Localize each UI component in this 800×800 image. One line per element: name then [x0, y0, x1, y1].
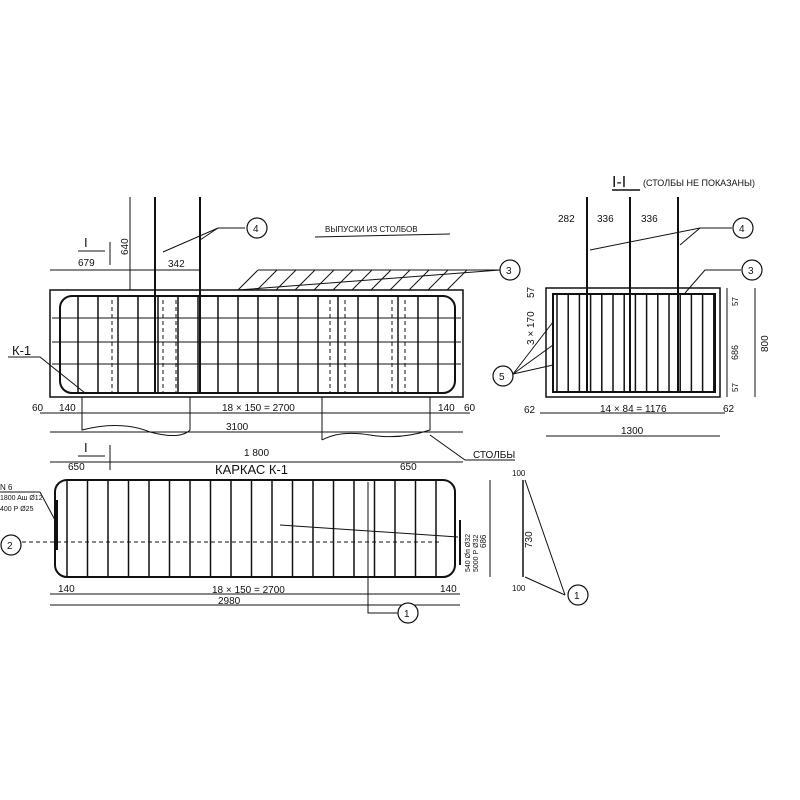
- hatch-line: [332, 269, 354, 291]
- dim-140-left: 140: [59, 403, 76, 414]
- section-mark-top: I: [84, 235, 88, 250]
- hatch-line: [294, 269, 316, 291]
- dim-57-bottom: 57: [731, 383, 740, 392]
- dim-62-right: 62: [723, 404, 735, 415]
- dim-336: 336: [597, 214, 614, 225]
- section-subtitle: (СТОЛБЫ НЕ ПОКАЗАНЫ): [643, 178, 755, 188]
- cage-outline: [54, 479, 456, 578]
- hatch-line: [275, 269, 297, 291]
- elevation-view: 4 3 ВЫПУСКИ ИЗ СТОЛБОВ К-1 I I 679 342 6…: [8, 197, 521, 473]
- dim-2980: 2980: [218, 596, 241, 607]
- note-right-line: 5000 Р Ø32: [473, 535, 480, 572]
- leader-line: [512, 321, 554, 375]
- dim-679: 679: [78, 258, 95, 269]
- dim-60-left: 60: [32, 403, 44, 414]
- callout-3: [741, 259, 763, 281]
- callout-1: [567, 584, 589, 606]
- dim-730: 730: [524, 531, 535, 548]
- dim-60-right: 60: [464, 403, 476, 414]
- dim-3x170: 3 × 170: [526, 311, 537, 345]
- dim-1300: 1300: [621, 426, 644, 437]
- dim-140-left: 140: [58, 584, 75, 595]
- hatch-line: [408, 269, 430, 291]
- callout-4: [732, 217, 754, 239]
- callout-label: 3: [748, 266, 754, 277]
- leader-line: [279, 524, 459, 538]
- callout-label: 1: [404, 609, 410, 620]
- callout-2: [0, 534, 22, 556]
- leader-line: [684, 269, 741, 294]
- dim-282: 282: [558, 214, 575, 225]
- column-right: [321, 397, 431, 441]
- leader-line: [589, 227, 732, 251]
- dim-650-left: 650: [68, 462, 85, 473]
- hatch-line: [313, 269, 335, 291]
- dim-1800: 1 800: [244, 448, 269, 459]
- note-right-line: 686: [479, 534, 488, 548]
- section-outline: [545, 287, 721, 398]
- dim-spacing: 14 × 84 = 1176: [600, 404, 667, 415]
- column-left: [81, 397, 191, 436]
- note-right-line: 540 Øп Ø32: [465, 534, 472, 572]
- note-left-line: N 6: [0, 483, 13, 492]
- hatch-line: [389, 269, 411, 291]
- hatch-line: [427, 269, 449, 291]
- note-left-line: 1800 Aш Ø12: [0, 495, 43, 502]
- dim-57-top: 57: [731, 297, 740, 306]
- dim-62-left: 62: [524, 405, 536, 416]
- callout-4: [246, 217, 268, 239]
- section-cage: [552, 293, 716, 393]
- leader-line: [367, 482, 398, 614]
- beam-outline: [49, 289, 464, 398]
- section-view: I-I (СТОЛБЫ НЕ ПОКАЗАНЫ) 282 336 336 4 3…: [492, 174, 771, 437]
- dim-640: 640: [120, 238, 131, 255]
- hatch-line: [370, 269, 392, 291]
- dim-100-bottom: 100: [512, 584, 526, 593]
- dim-140-right: 140: [438, 403, 455, 414]
- callout-3: [499, 259, 521, 281]
- dim-spacing: 18 × 150 = 2700: [212, 585, 285, 596]
- section-mark-bottom: I: [84, 440, 88, 455]
- callout-label: 5: [499, 372, 505, 383]
- callout-5: [492, 365, 514, 387]
- dim-342: 342: [168, 259, 185, 270]
- dim-650-right: 650: [400, 462, 417, 473]
- leader-line: [524, 479, 566, 596]
- callout-label: 1: [574, 591, 580, 602]
- hatch-line: [446, 269, 468, 291]
- hatch-line: [256, 269, 278, 291]
- hatch-line: [237, 269, 259, 291]
- dim-800: 800: [760, 335, 771, 352]
- columns-label: СТОЛБЫ: [473, 450, 515, 461]
- callout-label: 3: [506, 266, 512, 277]
- leader-line: [162, 227, 245, 253]
- cage-k1-view: КАРКАС К-1 2 N 6 1800 Aш Ø12 400 Р Ø25 5…: [0, 462, 589, 624]
- dim-spacing: 18 × 150 = 2700: [222, 403, 295, 414]
- k1-label: К-1: [12, 343, 31, 358]
- hatch-line: [351, 269, 373, 291]
- note-left-line: 400 Р Ø25: [0, 506, 34, 513]
- callout-label: 4: [739, 224, 745, 235]
- callout-1: [397, 602, 419, 624]
- leader-line: [8, 356, 86, 394]
- dim-336: 336: [641, 214, 658, 225]
- section-title: I-I: [612, 174, 626, 191]
- leader-line: [429, 434, 515, 461]
- dim-100-top: 100: [512, 469, 526, 478]
- dim-686: 686: [730, 345, 740, 360]
- cage-title: КАРКАС К-1: [215, 462, 288, 477]
- dim-57-left: 57: [526, 286, 537, 298]
- callout-label: 4: [253, 224, 259, 235]
- callout-label: 2: [7, 541, 13, 552]
- outlets-label: ВЫПУСКИ ИЗ СТОЛБОВ: [325, 225, 418, 234]
- dim-140-right: 140: [440, 584, 457, 595]
- dim-3100: 3100: [226, 422, 249, 433]
- hatching: [237, 269, 501, 291]
